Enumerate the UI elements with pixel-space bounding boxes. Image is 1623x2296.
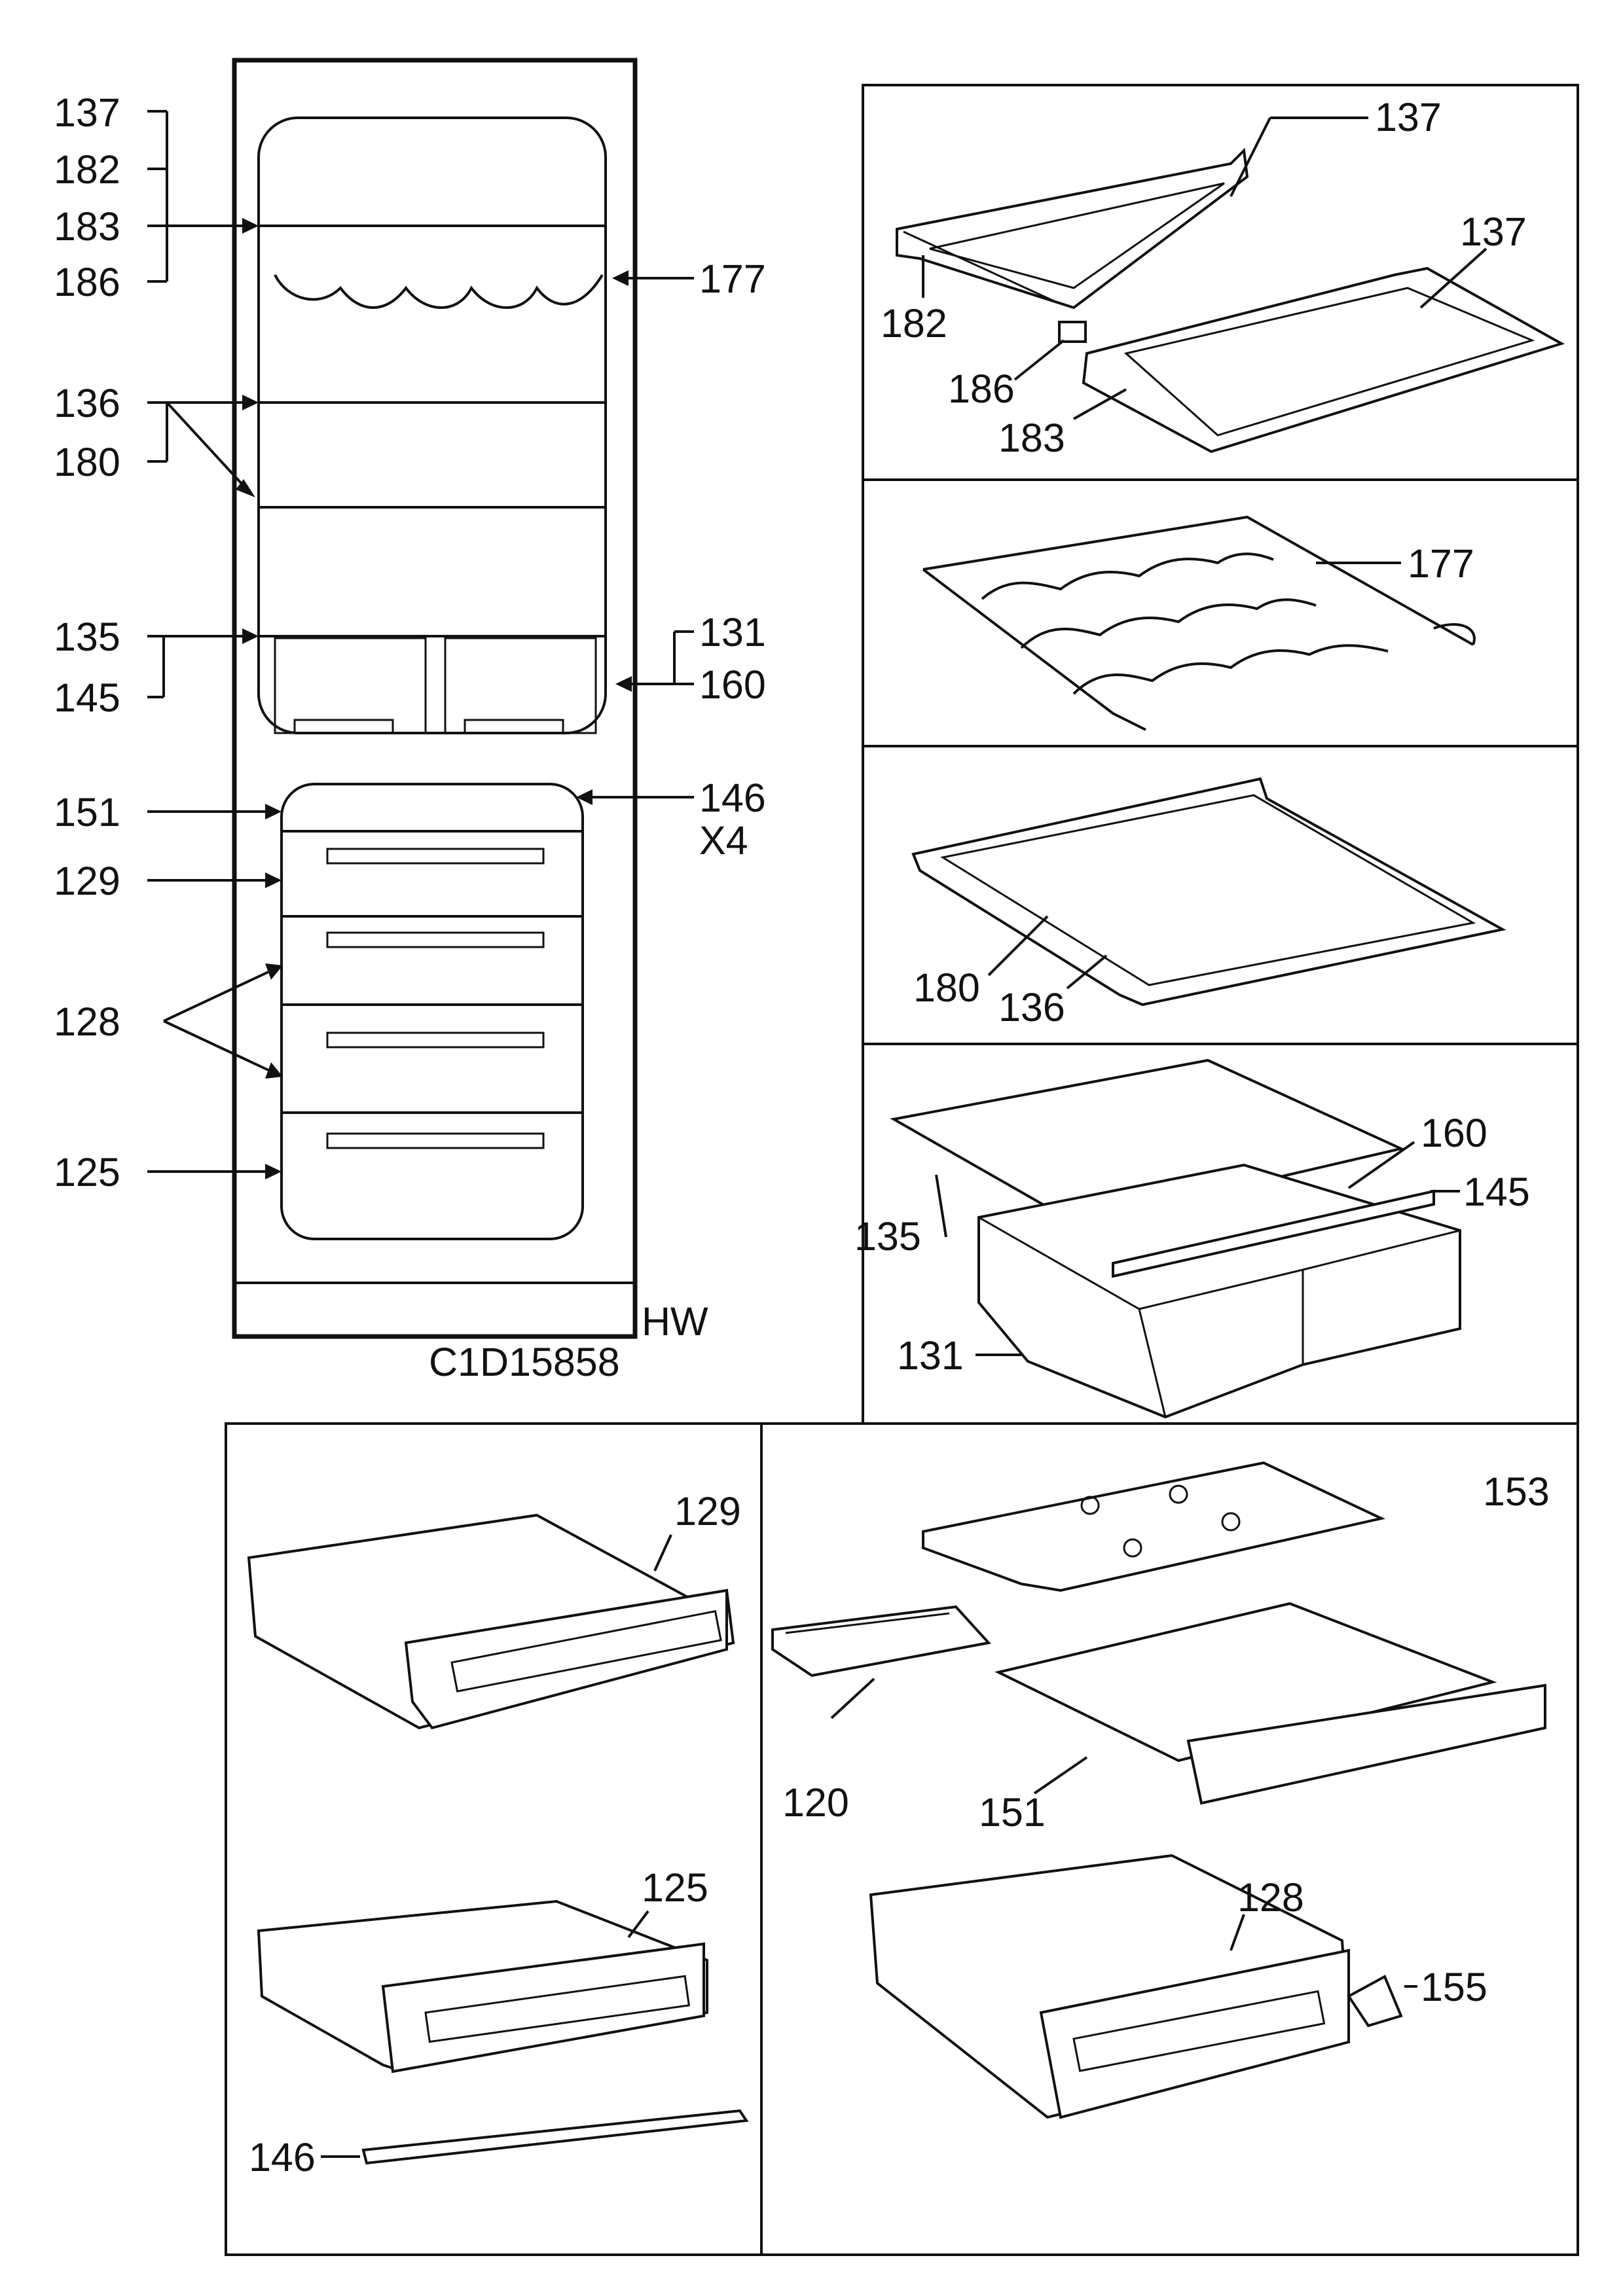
label-182: 182	[54, 147, 120, 192]
label-186: 186	[54, 260, 120, 304]
variant-label: HW	[642, 1299, 708, 1344]
label-145: 145	[1463, 1170, 1530, 1214]
label-146: 146	[699, 776, 766, 820]
diagram-code: C1D15858	[429, 1340, 620, 1384]
label-137: 137	[54, 90, 120, 135]
label-136: 136	[998, 985, 1065, 1030]
label-131: 131	[897, 1333, 964, 1378]
label-155: 155	[1421, 1965, 1487, 2009]
label-153: 153	[1483, 1469, 1550, 1514]
panel-crisper: 160 145 135 131	[854, 1058, 1530, 1419]
label-182: 182	[881, 301, 947, 346]
bottom-panels-frame	[225, 1422, 1579, 2256]
label-183: 183	[998, 416, 1065, 460]
panel-drawers-right: 153 120 151 128 155	[771, 1461, 1550, 2119]
label-146-qty: X4	[699, 818, 748, 863]
label-146: 146	[249, 2135, 316, 2179]
label-151: 151	[979, 1790, 1046, 1835]
label-128: 128	[54, 999, 120, 1044]
fridge-overview: 137 182 183 186 177 136 180 135 145 131 …	[54, 58, 766, 1384]
panel-bottle-rack: 177	[922, 515, 1476, 731]
label-145: 145	[54, 675, 120, 720]
label-129: 129	[674, 1489, 741, 1534]
label-177: 177	[1408, 541, 1474, 586]
label-135: 135	[854, 1214, 921, 1259]
label-151: 151	[54, 790, 120, 834]
label-186: 186	[948, 367, 1015, 411]
label-160: 160	[1421, 1111, 1487, 1155]
label-136: 136	[54, 381, 120, 425]
label-129: 129	[54, 859, 120, 903]
panel-drawers-left: 129 125 146	[247, 1489, 749, 2179]
label-180: 180	[913, 965, 980, 1010]
label-180: 180	[54, 440, 120, 484]
label-131: 131	[699, 610, 766, 655]
label-125: 125	[54, 1150, 120, 1194]
label-160: 160	[699, 662, 766, 707]
label-128: 128	[1237, 1875, 1304, 1920]
panel-shelf-180: 180 136	[911, 777, 1506, 1030]
label-135: 135	[54, 615, 120, 659]
label-183: 183	[54, 204, 120, 249]
label-177: 177	[699, 257, 766, 301]
label-120: 120	[782, 1780, 849, 1825]
label-137a: 137	[1375, 95, 1442, 139]
panel-glass-shelves: 137 137 182 186 183	[881, 95, 1565, 460]
label-137b: 137	[1460, 209, 1527, 254]
label-125: 125	[642, 1865, 708, 1910]
